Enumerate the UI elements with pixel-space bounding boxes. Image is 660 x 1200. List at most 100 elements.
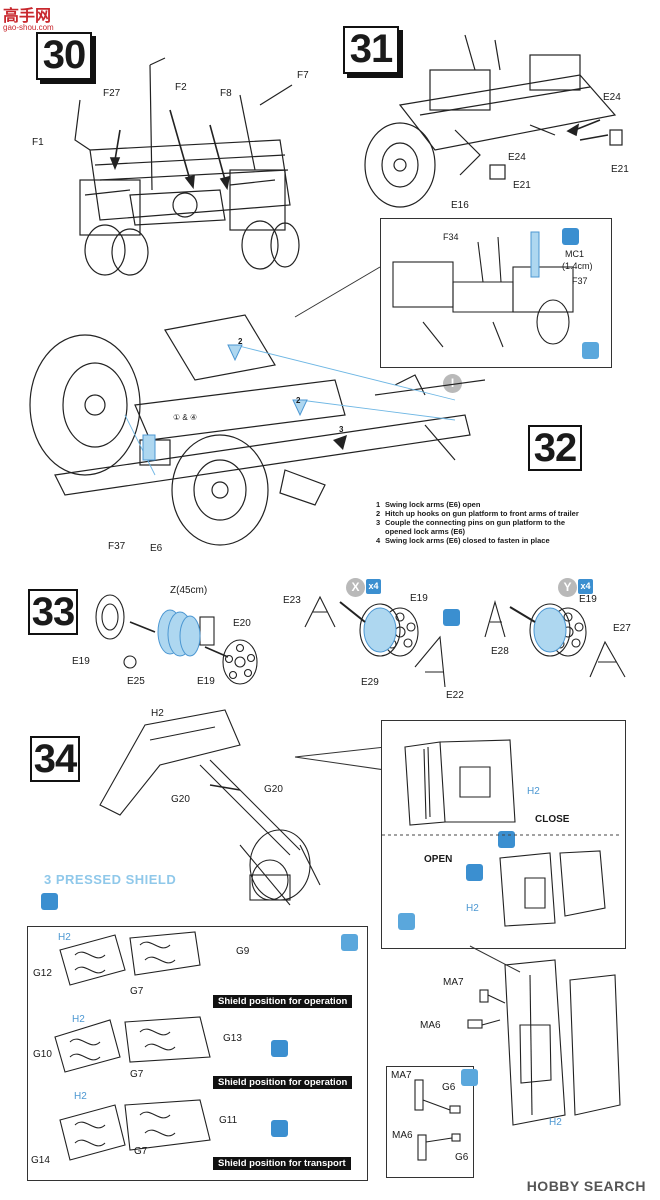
part-label: E29 [361,677,379,688]
part-label: H2 [58,932,71,943]
step-number-32: 32 [528,425,582,471]
part-label: MA7 [443,977,464,988]
step-number-31: 31 [343,26,399,74]
part-label: H2 [74,1091,87,1102]
part-label: H2 [151,708,164,719]
variant-badge-i: I [443,374,462,393]
paint-brush-icon [582,342,599,359]
part-label: G11 [219,1115,238,1126]
part-label: G6 [442,1082,456,1093]
watermark-logo: 高手网 [3,8,52,25]
step-marker: 2 [238,337,243,346]
part-label: G9 [236,946,250,957]
part-label: G6 [455,1152,469,1163]
shield-positions-box [27,926,368,1181]
part-label: E25 [127,676,145,687]
part-label: F8 [220,88,232,99]
open-label: OPEN [424,854,453,865]
variant-badge-y: Y [558,578,577,597]
callout-leader-line [294,746,386,771]
part-label: E24 [508,152,526,163]
ma-detail-box [386,1066,474,1178]
shield-open-illustration [499,850,606,927]
step-number-34: 34 [30,736,80,782]
glue-icon [443,609,460,626]
step33-wheel-illustration [95,594,258,685]
ma-parts-illustration [467,989,506,1029]
shield-close-illustration [404,739,516,826]
step34-illustration [99,709,321,906]
close-label: CLOSE [535,814,570,825]
callout-leader-line [294,266,381,318]
part-label: G20 [171,794,190,805]
part-label: G7 [134,1146,148,1157]
part-label: G7 [130,1069,144,1080]
part-label: F37 [572,276,588,286]
part-label: G12 [33,968,52,979]
part-label: MA6 [392,1130,413,1141]
ma-detail-illustration [414,1079,461,1161]
quantity-badge: x4 [366,579,381,594]
part-label: E19 [197,676,215,687]
watermark-hobbysearch: HOBBY SEARCH [526,1178,646,1194]
step-number-33: 33 [28,589,78,635]
part-label: F34 [443,232,459,242]
part-label: E22 [446,690,464,701]
shield-caption: Shield position for operation [213,1076,353,1089]
part-label: E6 [150,543,163,554]
part-label: G13 [223,1033,242,1044]
part-label: E24 [603,92,621,103]
part-label: G10 [33,1049,52,1060]
quantity-badge: x4 [578,579,593,594]
paint-brush-icon [341,934,358,951]
pressed-shield-title: 3 PRESSED SHIELD [44,872,177,887]
part-label: H2 [549,1117,562,1128]
shield-caption: Shield position for transport [213,1157,351,1170]
shield-row-illustration [54,1016,211,1073]
part-label: G14 [31,1155,50,1166]
step30-illustration [74,57,300,276]
instruction-line: opened lock arms (E6) [385,527,466,536]
part-label: G20 [264,784,283,795]
part-label: E21 [513,180,531,191]
part-label: F1 [32,137,44,148]
option-icon [41,893,58,910]
watermark-url: gao-shou.com [3,23,54,32]
callout-divider [382,834,622,836]
part-label: Z(45cm) [170,585,208,596]
part-label: F2 [175,82,187,93]
part-label: F27 [103,88,121,99]
part-label: H2 [466,903,479,914]
part-label: E28 [491,646,509,657]
step33-x-illustration [304,595,446,688]
step31-illustration [364,34,623,208]
part-label: E21 [611,164,629,175]
part-label: E19 [410,593,428,604]
part-label: E20 [233,618,251,629]
option-icon [466,864,483,881]
step33-y-illustration [484,599,626,678]
part-label: MA6 [420,1020,441,1031]
step-marker: 3 [339,425,344,434]
step32-illustration [29,314,485,546]
part-label: H2 [72,1014,85,1025]
part-label: H2 [527,786,540,797]
part-label: F37 [108,541,126,552]
part-label: E19 [72,656,90,667]
part-label: MA7 [391,1070,412,1081]
shield-large-illustration [504,959,621,1126]
part-label: E16 [451,200,469,211]
step-marker: ① & ④ [173,413,198,422]
part-label: MC1 [565,249,585,259]
part-label: E27 [613,623,631,634]
option-icon [271,1040,288,1057]
paint-brush-icon [398,913,415,930]
step-number-30: 30 [36,32,92,80]
glue-icon [562,228,579,245]
step-marker: 2 [296,396,301,405]
